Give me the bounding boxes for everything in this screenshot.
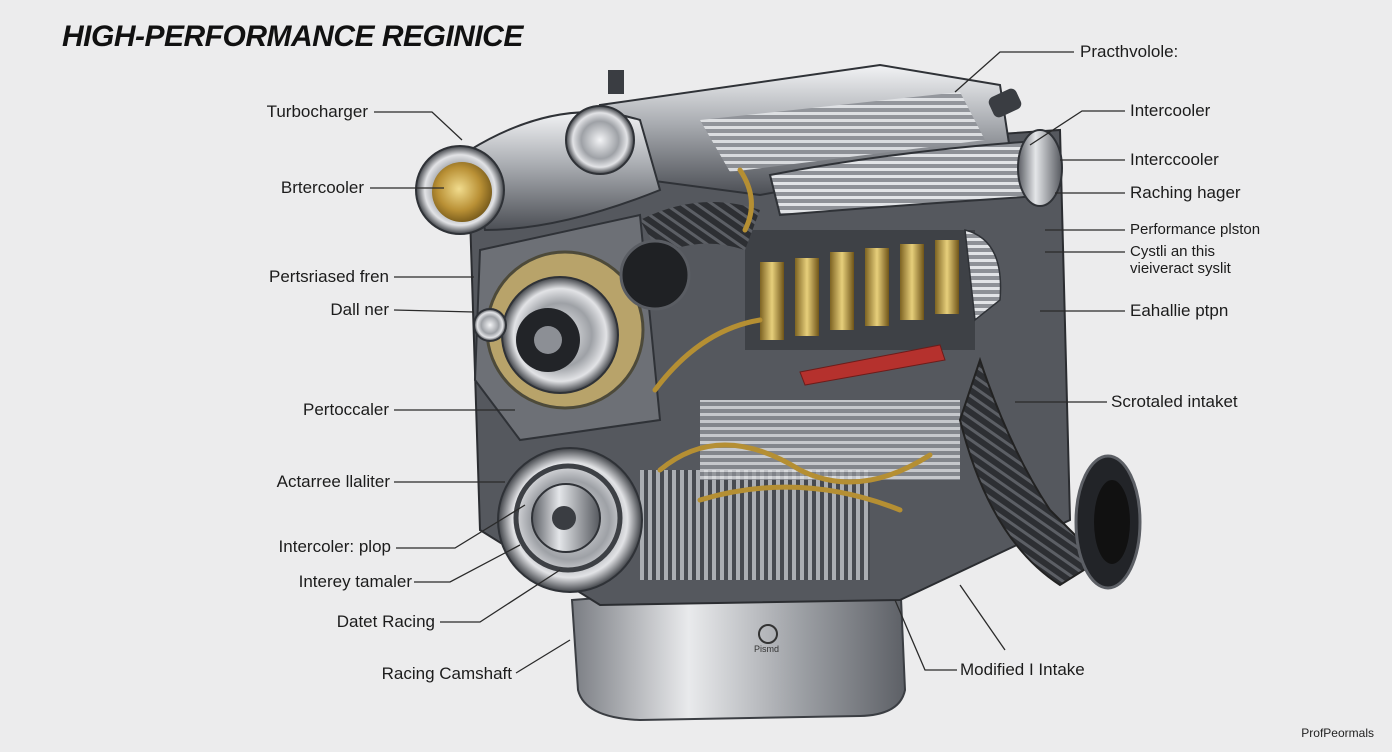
label-turbocharger: Turbocharger xyxy=(266,102,368,121)
intercooler-pipe xyxy=(768,129,1063,217)
turbocharger xyxy=(415,105,760,255)
label-racing-camshaft: Racing Camshaft xyxy=(381,664,512,683)
label-datet-racing: Datet Racing xyxy=(336,612,435,631)
label-cystli-an-this: Cystli an this xyxy=(1130,243,1216,260)
engine-logo-text: Pismd xyxy=(754,644,779,654)
label-modified-intake: Modified I Intake xyxy=(960,660,1085,679)
page-title: HIGH-PERFORMANCE REGINICE xyxy=(62,20,523,53)
label-scrotaled-intaket: Scrotaled intaket xyxy=(1111,392,1238,411)
crank-pulley xyxy=(497,447,643,593)
label-raching-hager: Raching hager xyxy=(1130,183,1241,202)
label-actarree-llaliter: Actarree llaliter xyxy=(276,472,390,491)
label-intercoler-plop: Intercoler: plop xyxy=(278,537,391,556)
label-performance-plston: Performance plston xyxy=(1130,221,1261,238)
label-brtercooler: Brtercooler xyxy=(280,178,364,197)
label-interccooler: Interccooler xyxy=(1130,150,1219,169)
label-pertoccaler: Pertoccaler xyxy=(303,400,389,419)
oil-pan: Pismd xyxy=(570,573,907,722)
label-pertsriased-fren: Pertsriased fren xyxy=(269,267,389,286)
credit-text: ProfPeormals xyxy=(1301,726,1374,740)
intake-elbow xyxy=(958,229,1142,590)
label-interey-tamaler: Interey tamaler xyxy=(298,572,412,591)
leader-lines xyxy=(370,51,1125,674)
cylinder-bank xyxy=(745,230,975,386)
label-intercooler: Intercooler xyxy=(1130,101,1211,120)
label-dall-ner: Dall ner xyxy=(330,300,389,319)
fuel-lines xyxy=(652,167,933,513)
label-vieiveract-syslit: vieiveract syslit xyxy=(1130,260,1231,277)
label-practhvolole: Practhvolole: xyxy=(1080,42,1179,61)
label-eahallie-ptpn: Eahallie ptpn xyxy=(1130,301,1229,320)
timing-cover xyxy=(473,213,691,442)
